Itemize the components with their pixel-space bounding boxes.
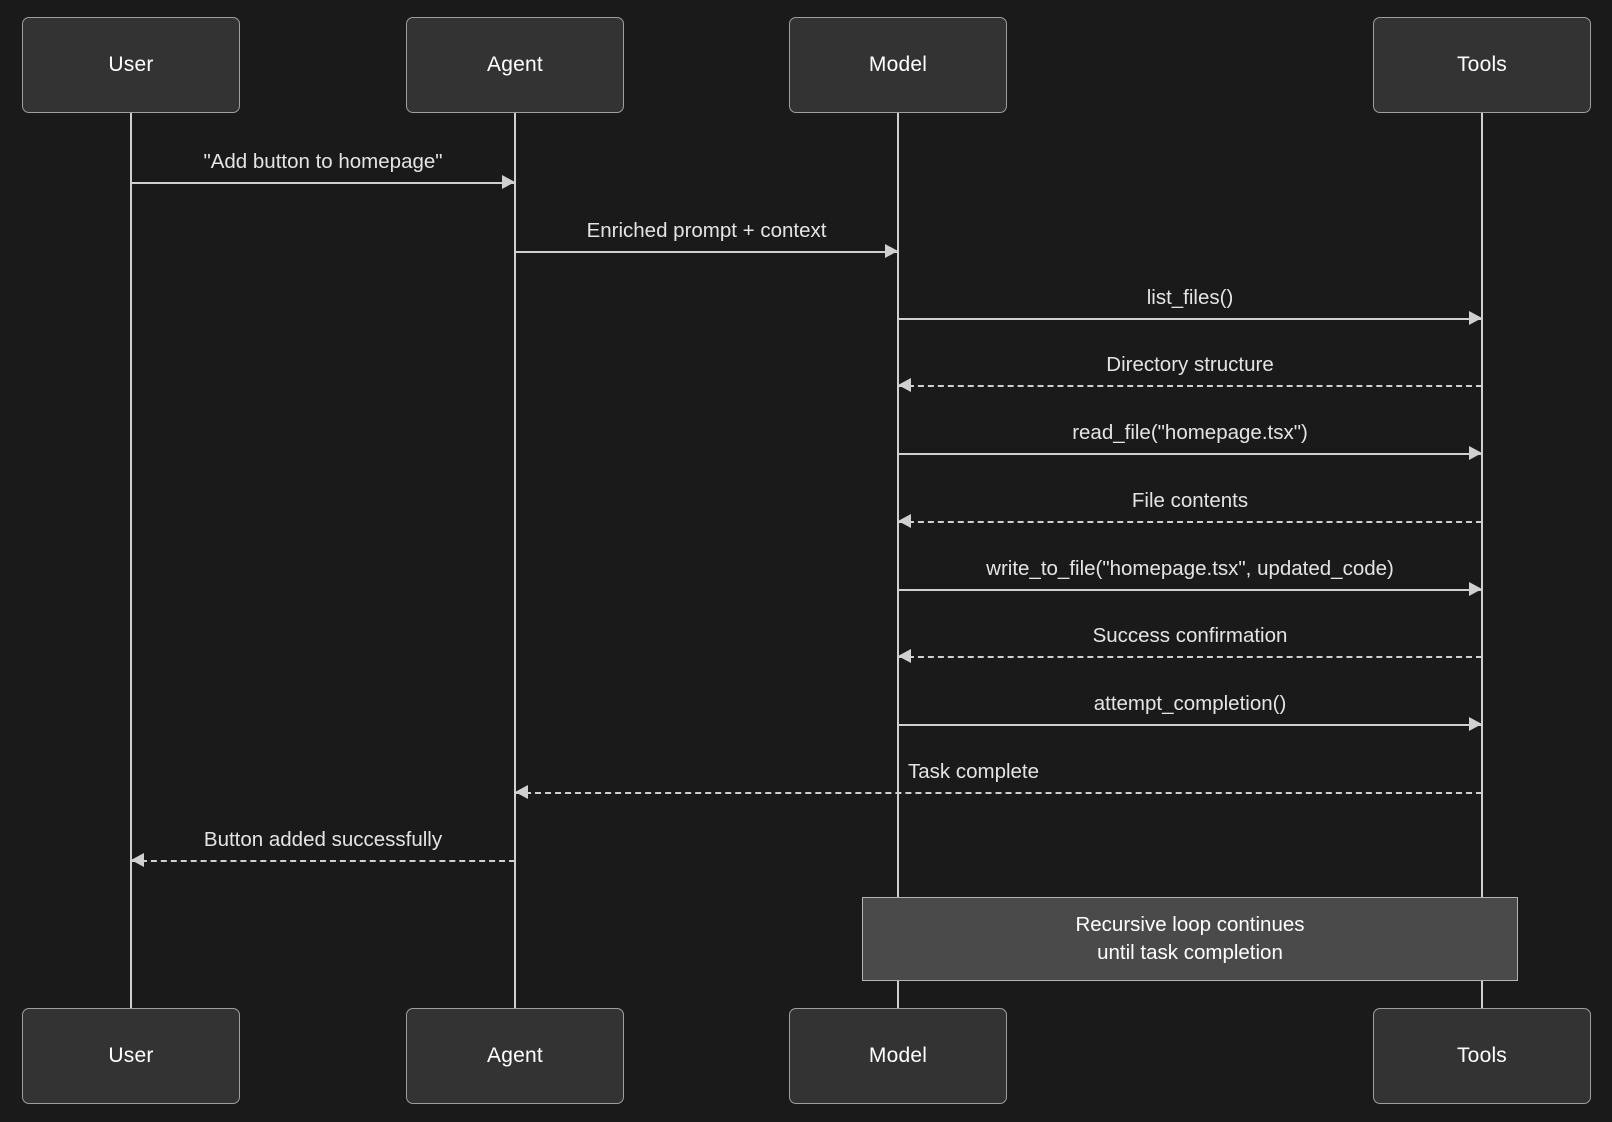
message-label-10: Task complete: [908, 760, 1040, 783]
message-line-8: [898, 656, 1482, 658]
message-line-10: [515, 792, 1482, 794]
actor-box-bottom-user[interactable]: User: [22, 1008, 240, 1104]
actor-box-bottom-tools[interactable]: Tools: [1373, 1008, 1591, 1104]
message-line-2: [515, 251, 898, 253]
lifeline-model: [897, 113, 899, 1008]
message-line-11: [131, 860, 515, 862]
actor-box-bottom-agent[interactable]: Agent: [406, 1008, 624, 1104]
note-line-1: Recursive loop continues: [1075, 913, 1305, 936]
actor-box-top-user[interactable]: User: [22, 17, 240, 113]
lifeline-agent: [514, 113, 516, 1008]
arrowhead-9: [1469, 717, 1482, 731]
arrowhead-2: [885, 244, 898, 258]
arrowhead-4: [898, 378, 911, 392]
arrowhead-3: [1469, 311, 1482, 325]
message-label-11: Button added successfully: [203, 828, 443, 851]
actor-label-user: User: [108, 53, 154, 76]
lifeline-user: [130, 113, 132, 1008]
actor-label-model: Model: [868, 53, 928, 76]
actor-label-model: Model: [868, 1044, 928, 1067]
arrowhead-8: [898, 649, 911, 663]
message-label-1: "Add button to homepage": [203, 150, 443, 173]
actor-label-user: User: [108, 1044, 154, 1067]
message-label-2: Enriched prompt + context: [586, 219, 827, 242]
actor-label-tools: Tools: [1456, 1044, 1508, 1067]
note-line-2: until task completion: [1097, 941, 1283, 964]
message-label-4: Directory structure: [1106, 353, 1274, 376]
message-line-3: [898, 318, 1482, 320]
message-line-1: [131, 182, 515, 184]
note-recursive-loop: Recursive loop continues until task comp…: [862, 897, 1518, 981]
actor-box-top-tools[interactable]: Tools: [1373, 17, 1591, 113]
arrowhead-1: [502, 175, 515, 189]
message-line-6: [898, 521, 1482, 523]
message-label-3: list_files(): [1146, 286, 1234, 309]
actor-box-top-agent[interactable]: Agent: [406, 17, 624, 113]
message-label-9: attempt_completion(): [1093, 692, 1287, 715]
message-line-7: [898, 589, 1482, 591]
arrowhead-10: [515, 785, 528, 799]
message-label-5: read_file("homepage.tsx"): [1072, 421, 1308, 444]
actor-box-top-model[interactable]: Model: [789, 17, 1007, 113]
lifeline-tools: [1481, 113, 1483, 1008]
arrowhead-7: [1469, 582, 1482, 596]
message-line-4: [898, 385, 1482, 387]
arrowhead-6: [898, 514, 911, 528]
actor-label-tools: Tools: [1456, 53, 1508, 76]
arrowhead-5: [1469, 446, 1482, 460]
message-label-7: write_to_file("homepage.tsx", updated_co…: [986, 557, 1394, 580]
message-label-8: Success confirmation: [1092, 624, 1288, 647]
message-line-5: [898, 453, 1482, 455]
message-line-9: [898, 724, 1482, 726]
actor-label-agent: Agent: [487, 53, 543, 76]
message-label-6: File contents: [1131, 489, 1249, 512]
actor-label-agent: Agent: [487, 1044, 543, 1067]
actor-box-bottom-model[interactable]: Model: [789, 1008, 1007, 1104]
arrowhead-11: [131, 853, 144, 867]
